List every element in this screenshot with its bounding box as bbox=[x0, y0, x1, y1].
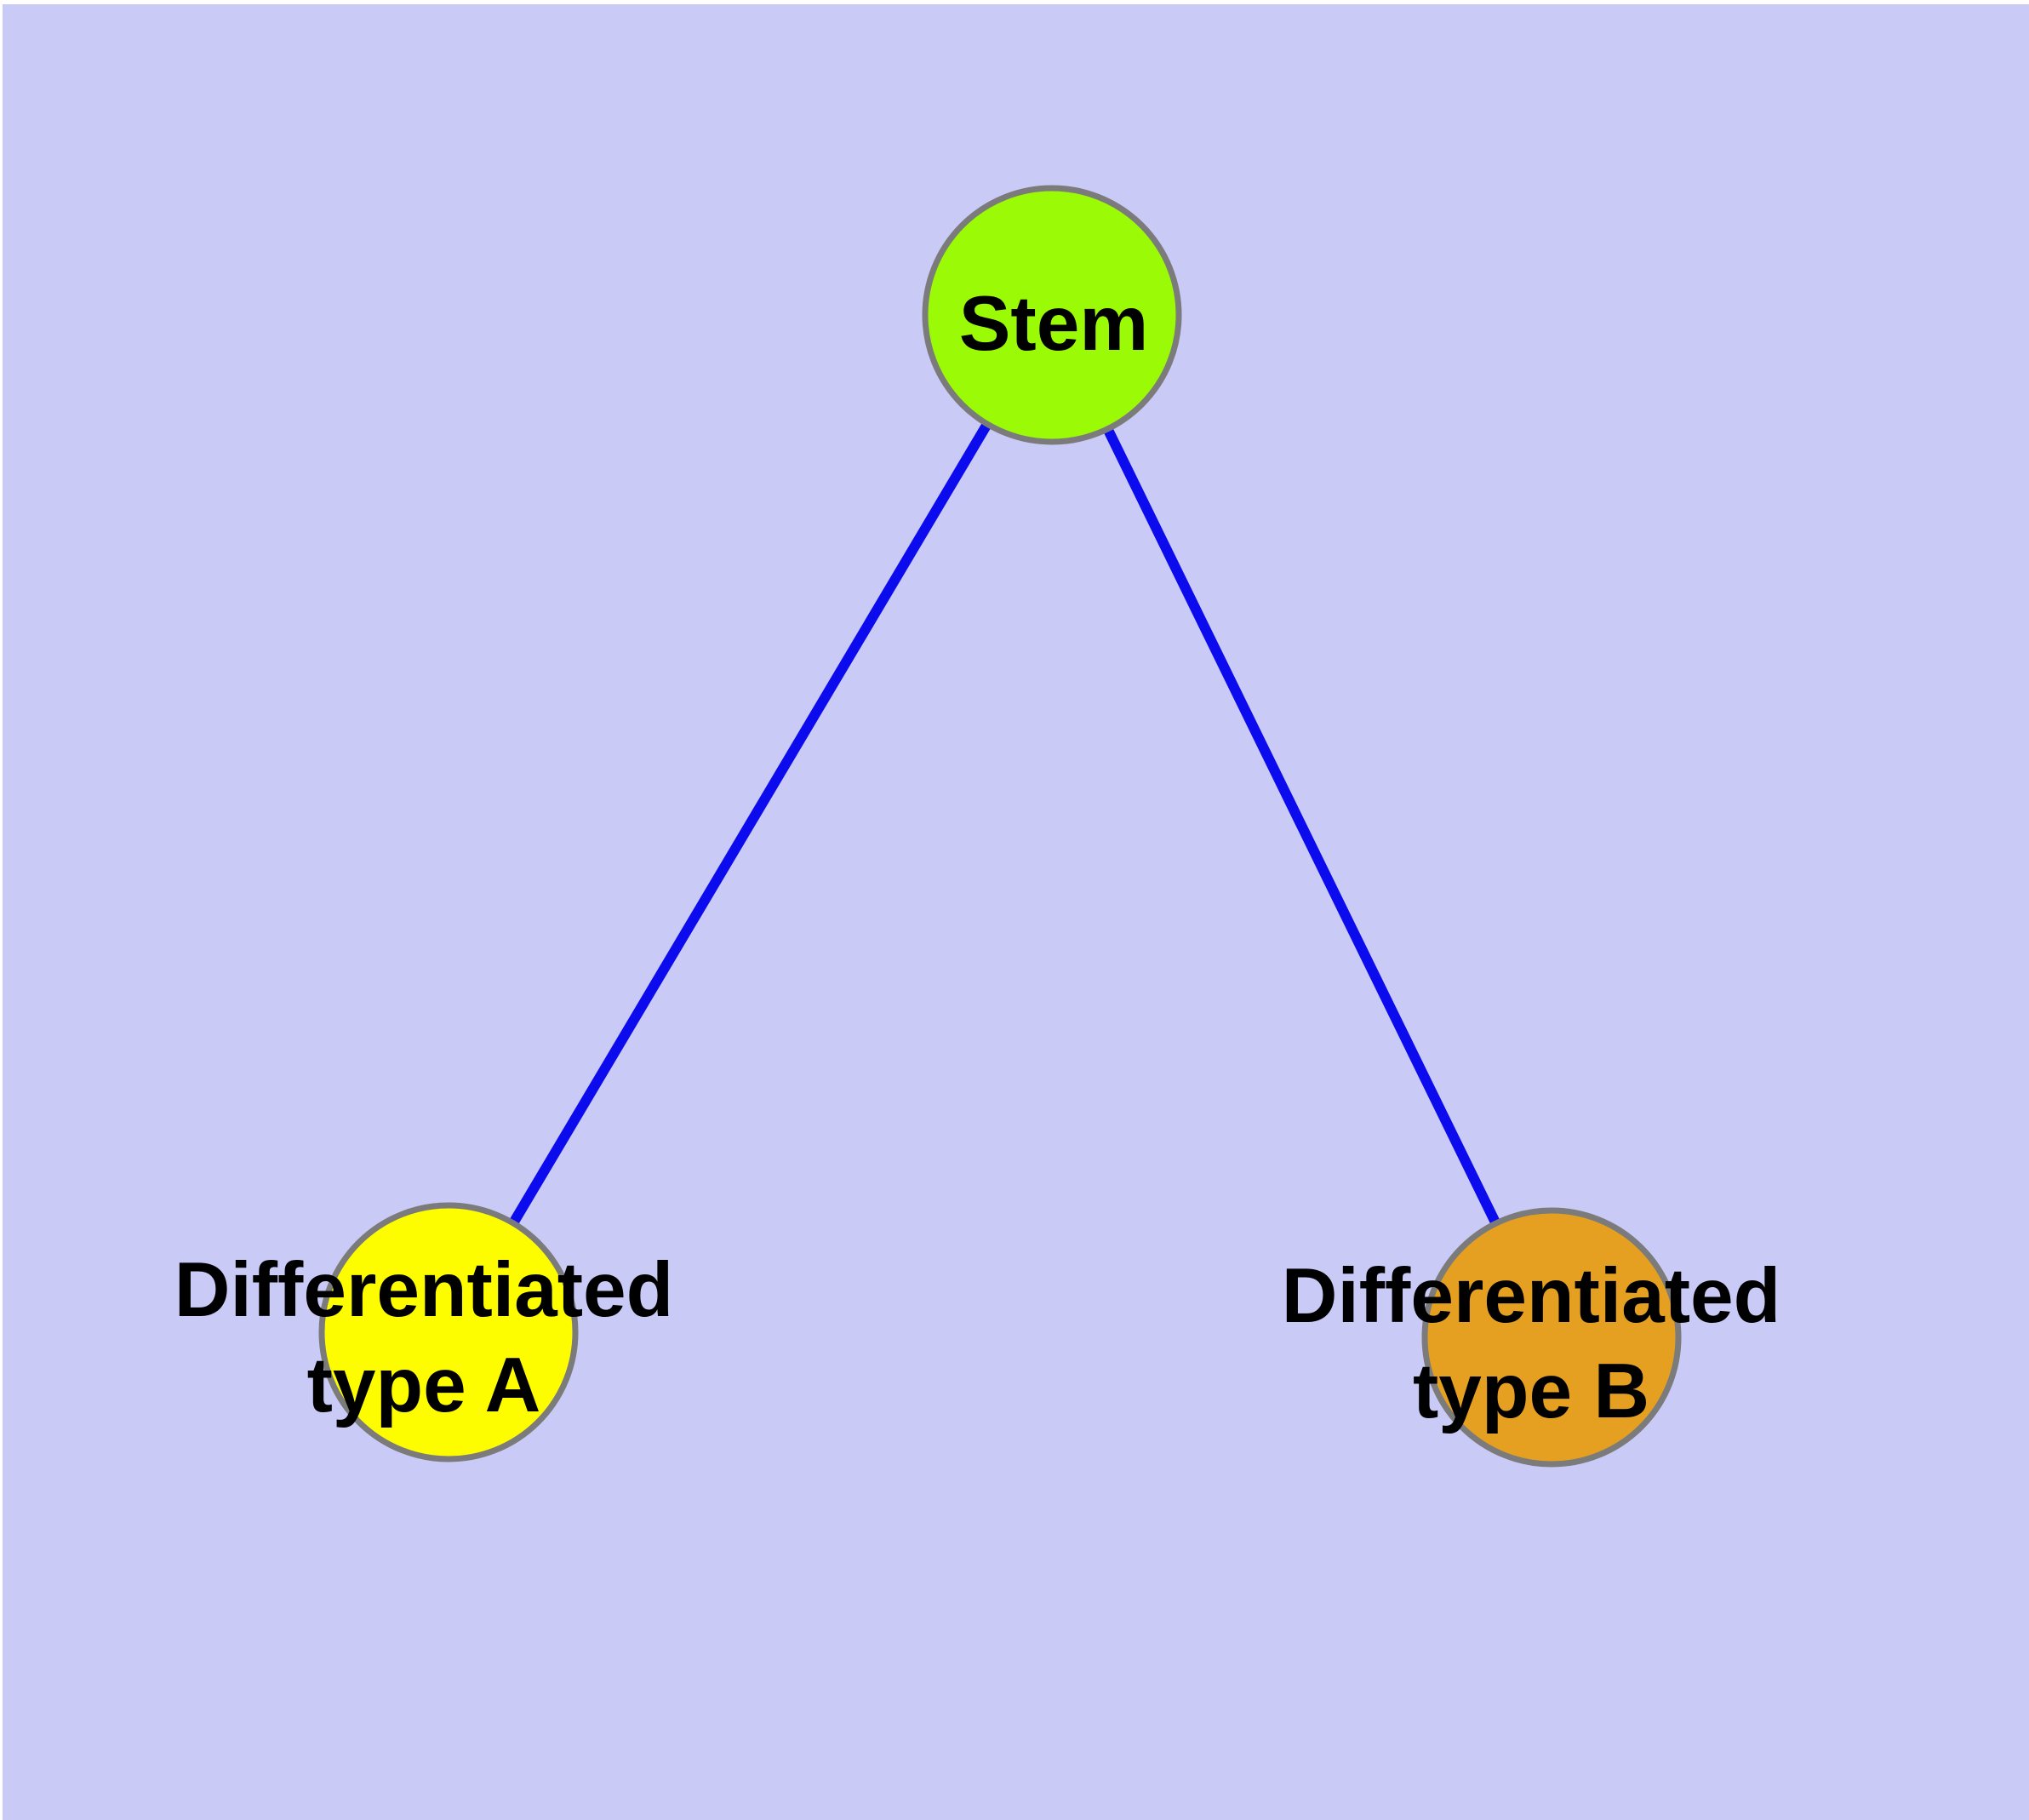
node-type-a-circle bbox=[318, 1202, 579, 1462]
node-type-b-circle bbox=[1421, 1207, 1682, 1468]
edge-stem-to-type-a bbox=[443, 312, 1057, 1336]
node-type-a-label-line1: Differentiated bbox=[174, 1247, 674, 1333]
node-type-a-label-line2: type A bbox=[307, 1342, 541, 1428]
edge-stem-to-type-b bbox=[1047, 312, 1557, 1340]
node-stem-circle bbox=[922, 185, 1182, 445]
node-type-b-label-line2: type B bbox=[1413, 1348, 1649, 1434]
node-type-b-label-line1: Differentiated bbox=[1282, 1253, 1781, 1339]
node-stem-label: Stem bbox=[959, 281, 1149, 367]
